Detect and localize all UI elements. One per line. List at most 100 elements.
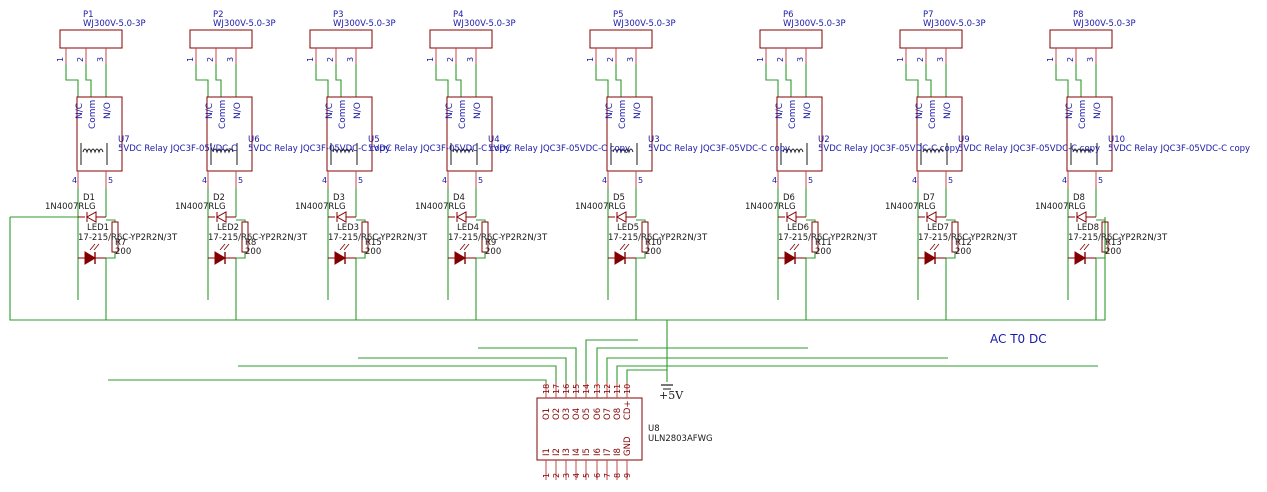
ch4-connector-ref: P4: [453, 10, 464, 20]
ch4-relay-ref: U4: [488, 135, 500, 145]
ch7-relay-body: [916, 96, 963, 172]
ch1-resistor-ref: R7: [115, 238, 126, 248]
uln-top-pin-name-11: O8: [613, 408, 623, 420]
ch3-relay-part: 5VDC Relay JQC3F-05VDC-C copy: [368, 144, 510, 154]
uln-bottom-pin-name-8: I8: [613, 448, 623, 456]
ch2-resistor-body: [241, 221, 249, 253]
ch7-resistor-body: [951, 221, 959, 253]
ch4-connector-pin-num-3: 3: [466, 57, 475, 62]
ch4-resistor-ref: R9: [485, 238, 496, 248]
ch2-led-arrows: [219, 243, 230, 251]
ch8-relay-coil: [1072, 148, 1094, 154]
ch2-connector-pin-num-2: 2: [206, 57, 215, 62]
uln-bottom-pin-num-7: 7: [603, 473, 612, 478]
ch2-led-part: 17-215/R6C-YP2R2N/3T: [208, 233, 308, 243]
ch4-relay-body: [446, 96, 493, 172]
uln-top-pin-name-13: O6: [593, 408, 603, 420]
ch8-led-arrows: [1079, 243, 1090, 251]
uln-bottom-pin-num-1: 1: [542, 473, 551, 478]
ch2-relay-coil: [212, 148, 234, 154]
ch8-wire-resistor-bottom: [1096, 252, 1106, 259]
component-layer: [59, 29, 1113, 480]
ch7-led-part: 17-215/R6C-YP2R2N/3T: [918, 233, 1018, 243]
ch2-wire-to-uln: [238, 365, 557, 382]
uln-bottom-pin-num-9: 9: [623, 473, 632, 478]
ch7-relay-pin-no: N/O: [943, 102, 953, 119]
uln-bottom-pin-name-6: I6: [593, 448, 603, 456]
ch3-connector-pin-num-3: 3: [346, 57, 355, 62]
ch5-relay-pin-no: N/O: [633, 102, 643, 119]
ch2-wire-comm: [215, 64, 222, 97]
uln-bottom-pin-name-3: I3: [562, 448, 572, 456]
ch7-resistor-ref: R12: [955, 238, 972, 248]
ch7-connector-pin-num-1: 1: [896, 57, 905, 62]
ch6-connector-pin-num-3: 3: [796, 57, 805, 62]
ch1-connector-pin-num-2: 2: [76, 57, 85, 62]
ch4-resistor-value: 200: [485, 247, 501, 257]
ch4-connector-part: WJ300V-5.0-3P: [453, 19, 516, 29]
ch8-connector-part: WJ300V-5.0-3P: [1073, 19, 1136, 29]
ch4-diode-part: 1N4007RLG: [415, 202, 466, 212]
ch3-wire-nc: [315, 64, 329, 97]
uln-bottom-pin-num-8: 8: [613, 473, 622, 478]
uln-bottom-pin-name-4: I4: [572, 448, 582, 456]
ch6-relay-pin-nc: N/C: [775, 103, 785, 119]
ch6-wire-resistor-bottom: [806, 252, 816, 259]
ch1-wire-nc: [65, 64, 79, 97]
ch1-connector-body: [59, 29, 123, 49]
ch3-resistor-body: [361, 221, 369, 253]
ch3-relay-pin5-num: 5: [358, 176, 363, 185]
ch3-connector-part: WJ300V-5.0-3P: [333, 19, 396, 29]
ch8-relay-ref: U10: [1108, 135, 1125, 145]
uln-bottom-pin-num-4: 4: [572, 473, 581, 478]
ch3-diode-body: [335, 211, 347, 223]
ch3-wire-resistor-top: [356, 219, 366, 222]
ch5-diode-part: 1N4007RLG: [575, 202, 626, 212]
ch5-diode-body: [615, 211, 627, 223]
ch7-led-ref: LED7: [927, 223, 949, 233]
ground-bus: [9, 217, 1106, 321]
ch3-led-body: [334, 251, 346, 265]
ch2-relay-pin5-num: 5: [238, 176, 243, 185]
ch1-wire-comm: [85, 64, 92, 97]
ch3-led-part: 17-215/R6C-YP2R2N/3T: [328, 233, 428, 243]
ch8-resistor-ref: R13: [1105, 238, 1122, 248]
ch3-led-arrows: [339, 243, 350, 251]
ch4-relay-part: 5VDC Relay JQC3F-05VDC-C copy: [488, 144, 630, 154]
uln-top-pin-name-18: O1: [542, 408, 552, 420]
ch4-wire-resistor-top: [476, 219, 486, 222]
ch5-wire-resistor-top: [636, 219, 646, 222]
ch3-relay-pin-nc: N/C: [325, 103, 335, 119]
uln-top-pin-num-13: 13: [593, 384, 602, 394]
ch8-connector-pin-num-2: 2: [1066, 57, 1075, 62]
ch8-led-ref: LED8: [1077, 223, 1099, 233]
uln-bottom-pin-num-6: 6: [593, 473, 602, 478]
ch4-diode-body: [455, 211, 467, 223]
ch7-wire-comm: [925, 64, 932, 97]
uln-bottom-pin-name-9: GND: [623, 436, 633, 456]
ch6-connector-part: WJ300V-5.0-3P: [783, 19, 846, 29]
ch5-resistor-body: [641, 221, 649, 253]
uln-top-pin-name-16: O3: [562, 408, 572, 420]
ch4-relay-pin-nc: N/C: [445, 103, 455, 119]
ch2-led-body: [214, 251, 226, 265]
ch2-connector-pin-num-3: 3: [226, 57, 235, 62]
ch6-connector-pin-num-2: 2: [776, 57, 785, 62]
ch7-wire-resistor-top: [946, 219, 956, 222]
uln-top-pin-name-10: CD+: [623, 400, 633, 420]
uln-top-pin-name-14: O5: [582, 408, 592, 420]
ch6-wire-resistor-top: [806, 219, 816, 222]
ch4-led-arrows: [459, 243, 470, 251]
ch4-wire-resistor-bottom: [476, 252, 486, 259]
ch6-resistor-ref: R11: [815, 238, 832, 248]
ch2-wire-nc: [195, 64, 209, 97]
ch5-resistor-ref: R10: [645, 238, 662, 248]
ch4-wire-nc: [435, 64, 449, 97]
ch2-diode-body: [215, 211, 227, 223]
ch6-relay-body: [776, 96, 823, 172]
uln-top-pin-num-18: 18: [542, 384, 551, 394]
uln-top-pin-name-12: O7: [603, 408, 613, 420]
ch3-relay-body: [326, 96, 373, 172]
cd-plus-wire: [626, 369, 667, 382]
ch8-relay-pin-no: N/O: [1093, 102, 1103, 119]
